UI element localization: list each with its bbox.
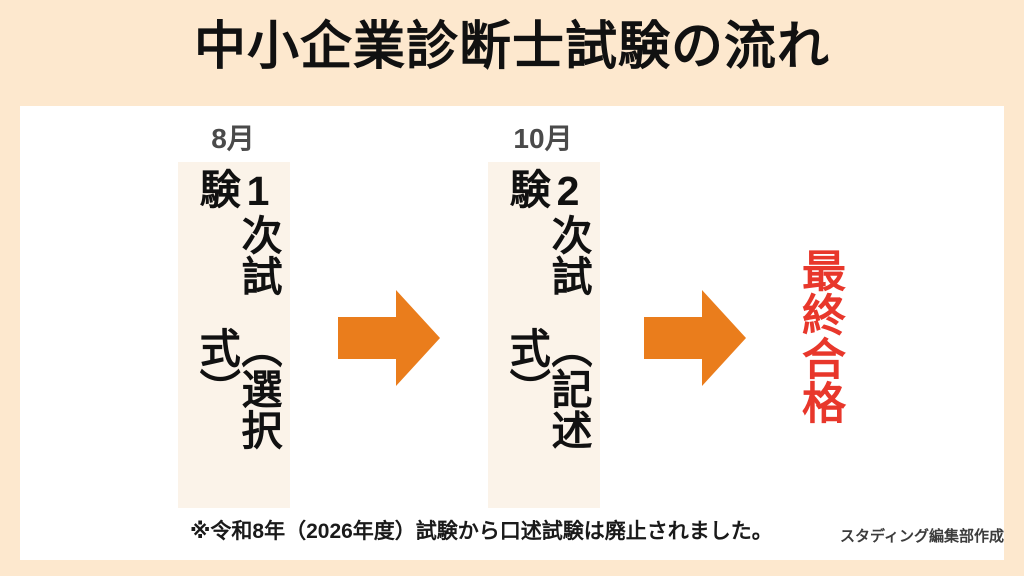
stage-label-group-2: 2次試験 （記述式） (488, 162, 600, 508)
stage-2-format: （記述式） (503, 327, 591, 451)
right-arrow-icon (338, 290, 440, 386)
stage-1-format: （選択式） (193, 327, 281, 451)
final-result-text: 最終合格 (795, 248, 844, 424)
stage-2-exam-name: 2次試験 (503, 168, 591, 317)
right-arrow-icon (644, 290, 746, 386)
stage-box-2 (488, 162, 600, 508)
stage-1-number: 1 (235, 168, 281, 214)
stage-box-1 (178, 162, 290, 508)
page-title: 中小企業診断士試験の流れ (193, 18, 830, 76)
stage-2-number: 2 (545, 168, 591, 214)
month-label-stage-1: 8月 (211, 123, 255, 154)
final-result-label: 最終合格 (786, 248, 852, 428)
month-label-stage-2: 10月 (513, 123, 573, 154)
stage-2-name: 次試験 (503, 168, 591, 296)
credit-text: スタディング編集部作成 (840, 528, 1004, 545)
stage-label-group-1: 1次試験 （選択式） (178, 162, 290, 508)
stage-1-exam-name: 1次試験 (193, 168, 281, 317)
footnote-text: ※令和8年（2026年度）試験から口述試験は廃止されました。 (190, 520, 773, 543)
stage-1-name: 次試験 (193, 168, 281, 296)
